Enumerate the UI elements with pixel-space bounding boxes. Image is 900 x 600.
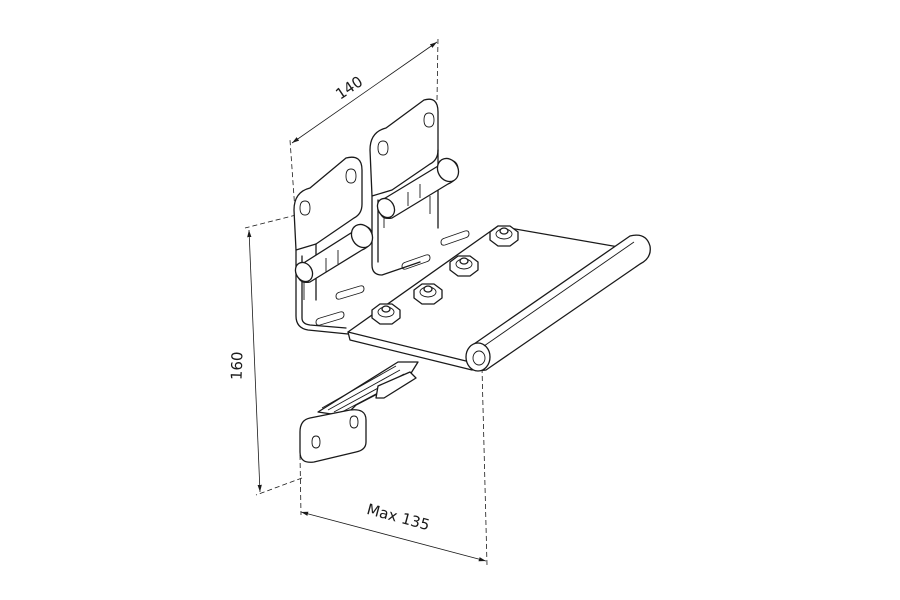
hinge-knuckle [294, 157, 460, 284]
hex-nut-1 [371, 303, 401, 325]
dimension-depth: Max 135 [299, 367, 488, 566]
hinge-leaf-left [293, 156, 365, 335]
height-dimension-label: 160 [228, 351, 247, 380]
dimension-height: 160 [228, 214, 303, 496]
front-rod [465, 234, 651, 372]
hex-nut-3 [449, 255, 479, 277]
width-dimension-label: 140 [332, 72, 366, 103]
depth-dimension-label: Max 135 [365, 500, 432, 534]
hex-nut-2 [413, 283, 443, 305]
lower-arm-assembly [299, 361, 419, 463]
hex-nut-4 [489, 225, 519, 247]
